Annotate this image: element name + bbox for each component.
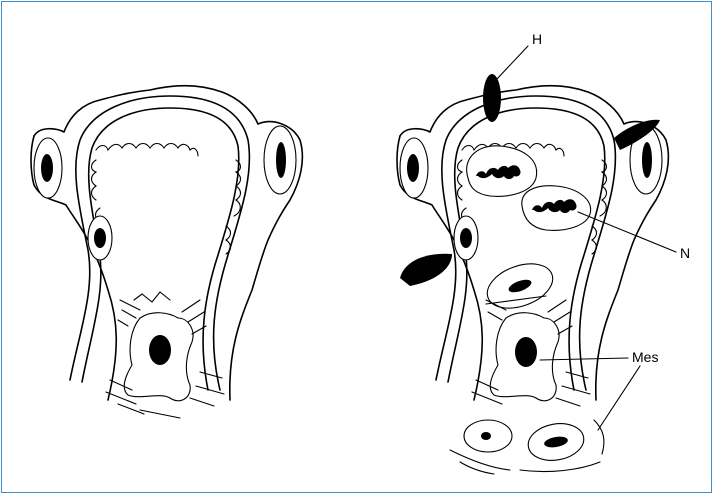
- left-lining-scallops: [92, 144, 241, 255]
- left-lateral-core-l: [41, 154, 53, 182]
- leader-n: [578, 212, 676, 252]
- right-mid-core: [460, 228, 472, 248]
- bottom-core-left: [481, 432, 491, 440]
- right-section: [397, 46, 676, 474]
- left-mid-core: [94, 228, 106, 248]
- leader-h: [496, 46, 528, 80]
- left-lateral-core-r: [276, 142, 286, 178]
- label-h: H: [532, 31, 542, 47]
- left-wedge-blob: [400, 254, 452, 286]
- right-lateral-core-r: [642, 142, 652, 178]
- h-blob: [483, 74, 501, 122]
- label-n: N: [680, 245, 690, 261]
- right-lateral-core-l: [407, 154, 419, 182]
- left-section: [31, 86, 302, 418]
- left-lower-core: [149, 335, 171, 365]
- leader-mes-2: [598, 366, 640, 430]
- right-lower-core: [515, 337, 537, 367]
- label-mes: Mes: [632, 349, 658, 365]
